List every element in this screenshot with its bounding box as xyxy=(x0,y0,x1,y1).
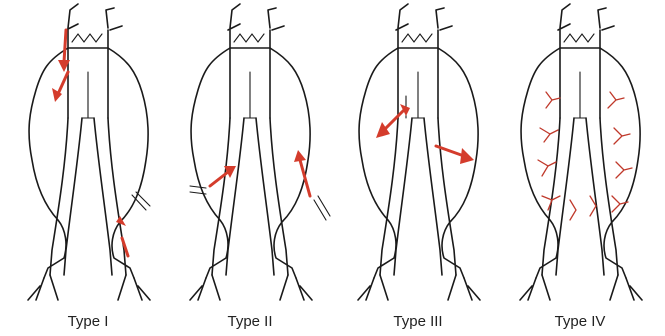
graft-porosity-vessels xyxy=(538,92,632,220)
proximal-leak-arrow xyxy=(64,30,66,62)
type-iii-label: Type III xyxy=(358,313,478,330)
type-i-label: Type I xyxy=(28,313,148,330)
type-ii-panel xyxy=(190,4,330,300)
junction-leak-arrow xyxy=(384,110,404,130)
type-iii-panel xyxy=(358,4,480,300)
type-iv-panel xyxy=(520,4,642,300)
type-ii-label: Type II xyxy=(190,313,310,330)
type-i-panel xyxy=(28,4,150,300)
type-iv-label: Type IV xyxy=(520,313,640,330)
